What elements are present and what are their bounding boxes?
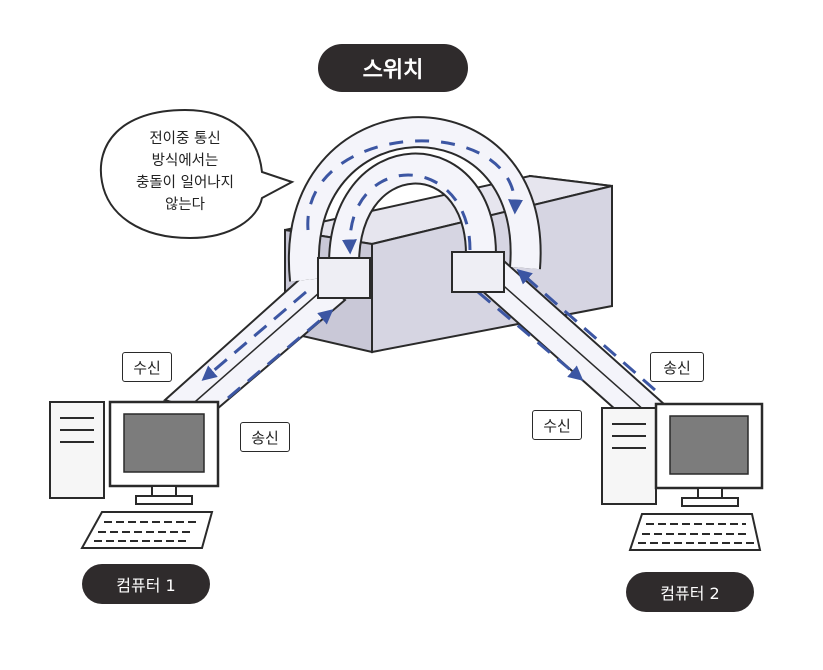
computer-1 bbox=[49, 400, 220, 549]
bubble-line-3: 충돌이 일어나지 bbox=[136, 175, 234, 191]
bubble-line-4: 않는다 bbox=[164, 197, 206, 213]
computer-2 bbox=[601, 402, 764, 551]
bubble-line-2: 방식에서는 bbox=[151, 153, 219, 169]
computer1-label: 컴퓨터 1 bbox=[82, 564, 210, 604]
bubble-line-1: 전이중 통신 bbox=[149, 131, 221, 147]
computer1-receive-label: 수신 bbox=[122, 352, 172, 382]
speech-bubble-text: 전이중 통신 방식에서는 충돌이 일어나지 않는다 bbox=[110, 128, 260, 216]
computer2-receive-label: 수신 bbox=[532, 410, 582, 440]
switch-ports bbox=[317, 251, 505, 299]
speech-bubble bbox=[99, 108, 295, 240]
computer2-send-label: 송신 bbox=[650, 352, 704, 382]
computer1-send-label: 송신 bbox=[240, 422, 290, 452]
switch-arches bbox=[287, 116, 542, 284]
switch-title: 스위치 bbox=[318, 44, 468, 92]
computer2-label: 컴퓨터 2 bbox=[626, 572, 754, 612]
